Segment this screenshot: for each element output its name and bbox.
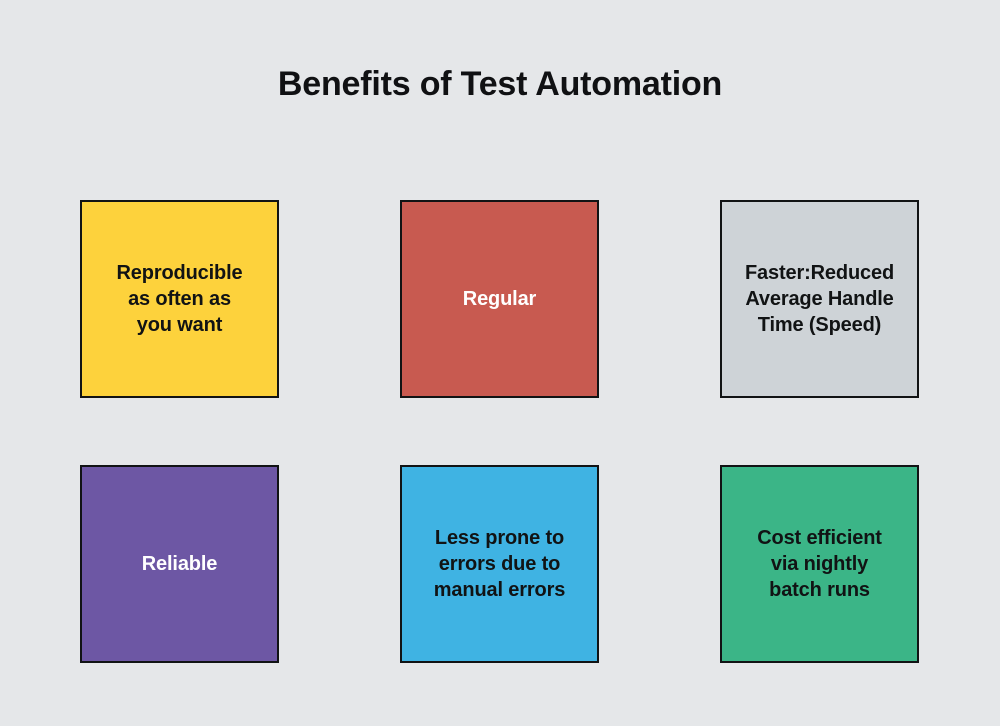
benefit-card-reproducible[interactable]: Reproducible as often as you want <box>80 200 279 398</box>
benefit-card-reliable[interactable]: Reliable <box>80 465 279 663</box>
benefit-card-less-prone-to-errors[interactable]: Less prone to errors due to manual error… <box>400 465 599 663</box>
benefit-card-label: Less prone to errors due to manual error… <box>433 527 566 601</box>
benefit-card-label: Reproducible as often as you want <box>116 262 243 336</box>
benefits-card-grid: Reproducible as often as you want Regula… <box>80 200 920 663</box>
benefit-card-faster[interactable]: Faster:Reduced Average Handle Time (Spee… <box>720 200 919 398</box>
benefit-card-regular[interactable]: Regular <box>400 200 599 398</box>
benefit-card-cost-efficient[interactable]: Cost efficient via nightly batch runs <box>720 465 919 663</box>
benefit-card-label: Regular <box>462 288 537 310</box>
benefit-card-label: Reliable <box>141 553 218 575</box>
benefit-card-label: Cost efficient via nightly batch runs <box>757 527 882 601</box>
benefit-card-label: Faster:Reduced Average Handle Time (Spee… <box>744 262 895 336</box>
page-title: Benefits of Test Automation <box>277 65 723 103</box>
